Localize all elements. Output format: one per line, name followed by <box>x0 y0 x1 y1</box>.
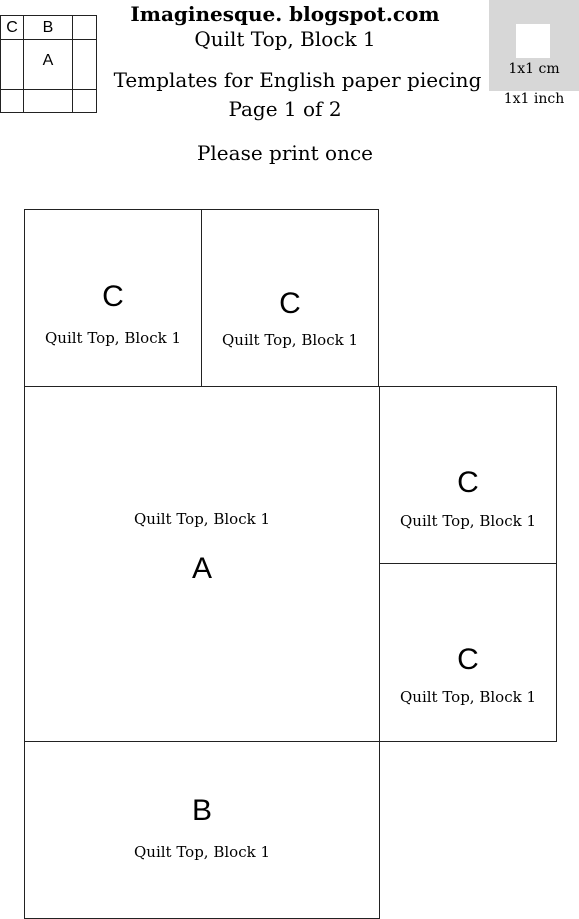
block-title: Quilt Top, Block 1 <box>194 27 376 51</box>
piece-letter: B <box>191 794 212 827</box>
diagram-cell-a: A <box>23 39 73 90</box>
piece-letter: A <box>191 552 212 585</box>
piece-letter: C <box>457 643 479 676</box>
diagram-cell <box>23 89 73 113</box>
diagram-cell <box>72 15 97 40</box>
piece-letter: C <box>102 280 124 313</box>
piece-label: Quilt Top, Block 1 <box>133 843 270 861</box>
diagram-cell <box>0 89 24 113</box>
piece-label: Quilt Top, Block 1 <box>399 688 536 706</box>
template-piece-a: Quilt Top, Block 1 A <box>24 386 380 742</box>
diagram-cell-b: B <box>23 15 73 40</box>
site-title: Imaginesque. blogspot.com <box>130 2 440 26</box>
cm-square <box>516 24 550 58</box>
piece-label: Quilt Top, Block 1 <box>133 510 270 528</box>
block-layout-diagram: C B A <box>0 15 97 113</box>
template-piece-c: C Quilt Top, Block 1 <box>379 563 557 742</box>
print-instruction: Please print once <box>196 141 374 165</box>
inch-label: 1x1 inch <box>503 91 565 107</box>
piece-label: Quilt Top, Block 1 <box>399 512 536 530</box>
diagram-cell <box>72 39 97 90</box>
templates-subtitle: Templates for English paper piecing <box>113 68 482 92</box>
page-number: Page 1 of 2 <box>228 97 342 121</box>
diagram-cell-c: C <box>0 15 24 40</box>
cm-label: 1x1 cm <box>508 61 560 77</box>
template-piece-c: C Quilt Top, Block 1 <box>379 386 557 564</box>
diagram-cell <box>72 89 97 113</box>
piece-letter: C <box>279 287 301 320</box>
scale-reference: 1x1 cm <box>489 0 579 91</box>
template-piece-c: C Quilt Top, Block 1 <box>24 209 202 387</box>
piece-label: Quilt Top, Block 1 <box>44 329 181 347</box>
template-piece-c: C Quilt Top, Block 1 <box>201 209 379 387</box>
template-piece-b: B Quilt Top, Block 1 <box>24 741 380 919</box>
piece-letter: C <box>457 466 479 499</box>
piece-label: Quilt Top, Block 1 <box>221 331 358 349</box>
diagram-cell <box>0 39 24 90</box>
